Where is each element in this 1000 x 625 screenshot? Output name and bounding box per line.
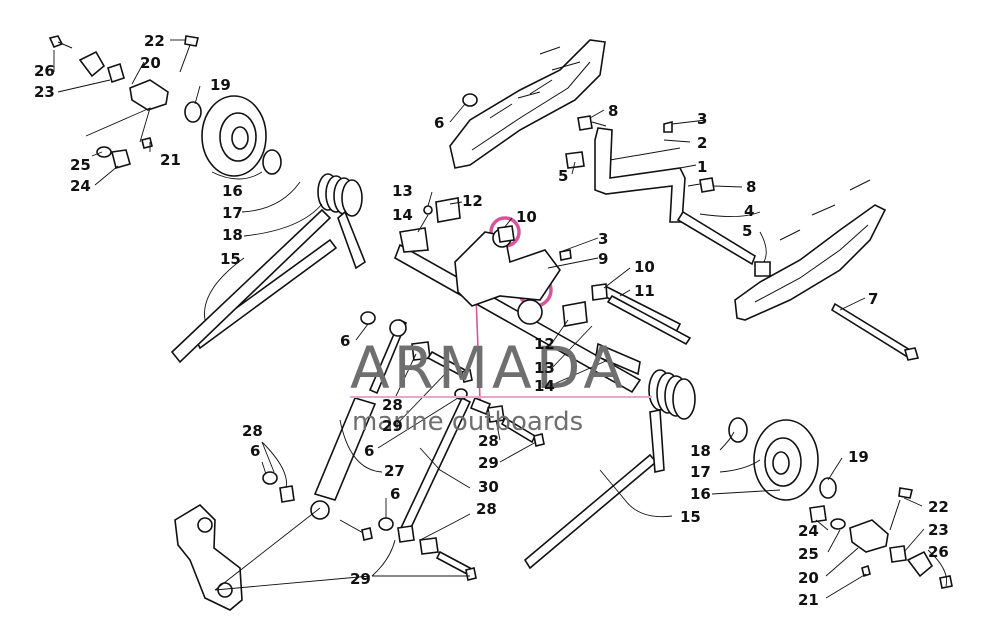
callout-29-link: 29 <box>478 454 499 472</box>
callout-8-right: 8 <box>746 178 756 196</box>
callout-23-right: 23 <box>928 521 949 539</box>
callout-17-right: 17 <box>690 463 711 481</box>
watermark-brand: ARMADA <box>350 334 627 402</box>
callout-26-right: 26 <box>928 543 949 561</box>
callout-10-right: 10 <box>634 258 655 276</box>
callout-18-right: 18 <box>690 442 711 460</box>
callout-23-left: 23 <box>34 83 55 101</box>
callout-15-left: 15 <box>220 250 241 268</box>
callout-3-top: 3 <box>697 110 707 128</box>
callout-16-right: 16 <box>690 485 711 503</box>
idler-wheel-left <box>184 95 282 177</box>
callout-6-left: 6 <box>250 442 260 460</box>
callout-6-link: 6 <box>364 442 374 460</box>
leader-lines <box>53 39 948 599</box>
callout-13-top: 13 <box>392 182 413 200</box>
callout-5-top: 5 <box>558 167 568 185</box>
callout-29-shock: 29 <box>382 417 403 435</box>
callout-20-left: 20 <box>140 54 161 72</box>
callout-28-bottom: 28 <box>476 500 497 518</box>
callout-1: 1 <box>697 158 707 176</box>
idler-wheel-right <box>728 417 837 501</box>
callout-30: 30 <box>478 478 499 496</box>
callout-24-left: 24 <box>70 177 91 195</box>
callout-25-left: 25 <box>70 156 91 174</box>
rear-bracket <box>174 503 243 611</box>
shock-absorber <box>310 318 408 520</box>
callout-6-bottom: 6 <box>390 485 400 503</box>
callout-29-bottom: 29 <box>350 570 371 588</box>
callout-15-right: 15 <box>680 508 701 526</box>
callout-14-top: 14 <box>392 206 413 224</box>
callout-12-top: 12 <box>462 192 483 210</box>
watermark-tagline: marine outboards <box>352 407 583 437</box>
callout-11: 11 <box>634 282 655 300</box>
callout-28-shock: 28 <box>382 396 403 414</box>
callout-14-bottom: 14 <box>534 377 555 395</box>
callout-9: 9 <box>598 250 608 268</box>
callout-5-right: 5 <box>742 222 752 240</box>
right-torsion-spring <box>648 369 696 473</box>
callout-24-right: 24 <box>798 522 819 540</box>
callout-10-top: 10 <box>516 208 537 226</box>
hardware <box>48 35 953 589</box>
front-arm-bracket <box>594 127 686 223</box>
callout-17-left: 17 <box>222 204 243 222</box>
callout-18-left: 18 <box>222 226 243 244</box>
callout-21-left: 21 <box>160 151 181 169</box>
watermark: ARMADA marine outboards <box>350 334 652 437</box>
callout-3-mid: 3 <box>598 230 608 248</box>
callout-19-right: 19 <box>848 448 869 466</box>
callout-26-left: 26 <box>34 62 55 80</box>
callout-16-left: 16 <box>222 182 243 200</box>
callout-28-left: 28 <box>242 422 263 440</box>
callout-20-right: 20 <box>798 569 819 587</box>
callout-22-right: 22 <box>928 498 949 516</box>
callout-21-right: 21 <box>798 591 819 609</box>
slide-rail-upper <box>449 39 606 169</box>
callout-27: 27 <box>384 462 405 480</box>
callout-6-shock: 6 <box>340 332 350 350</box>
callout-8-top: 8 <box>608 102 618 120</box>
callout-6-top: 6 <box>434 114 444 132</box>
callout-19-left: 19 <box>210 76 231 94</box>
callout-22-left: 22 <box>144 32 165 50</box>
left-torsion-spring <box>170 173 366 364</box>
callouts: 1 2 3 3 4 5 5 6 6 6 6 6 7 8 8 9 10 10 11… <box>34 32 949 609</box>
callout-2: 2 <box>697 134 707 152</box>
callout-7: 7 <box>868 290 878 308</box>
callout-13-bottom: 13 <box>534 359 555 377</box>
callout-12-bottom: 12 <box>534 335 555 353</box>
callout-4: 4 <box>744 202 754 220</box>
slide-rail-lower <box>734 179 887 321</box>
callout-25-right: 25 <box>798 545 819 563</box>
callout-28-link: 28 <box>478 432 499 450</box>
